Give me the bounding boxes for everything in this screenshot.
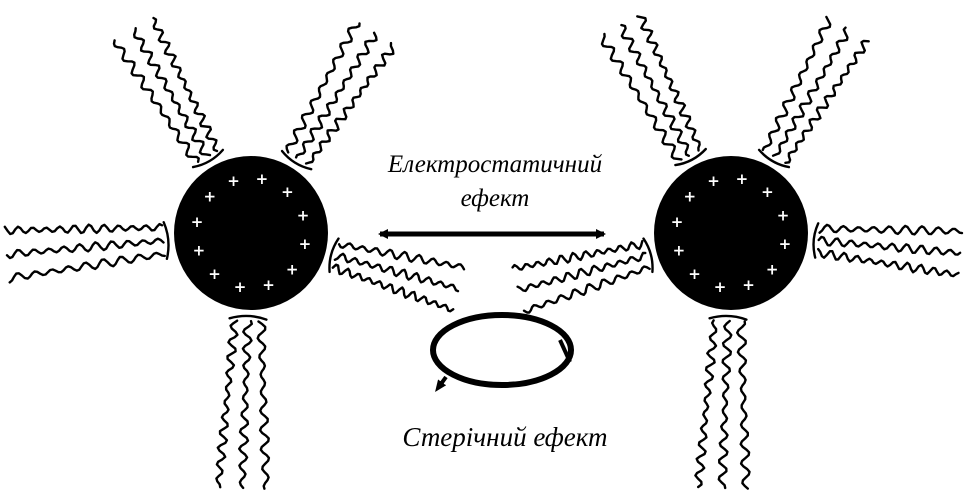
positive-charge-icon: + bbox=[299, 235, 312, 253]
positive-charge-icon: + bbox=[234, 278, 247, 296]
positive-charge-icon: + bbox=[714, 278, 727, 296]
positive-charge-icon: + bbox=[297, 207, 310, 225]
polymer-chain bbox=[602, 34, 682, 159]
positive-charge-icon: + bbox=[688, 265, 701, 283]
positive-charge-icon: + bbox=[673, 242, 686, 260]
positive-charge-icon: + bbox=[191, 213, 204, 231]
chain-anchor bbox=[814, 223, 819, 257]
polymer-chain bbox=[637, 16, 699, 150]
polymer-chain bbox=[114, 40, 199, 161]
positive-charge-icon: + bbox=[256, 170, 269, 188]
polymer-chain bbox=[306, 43, 393, 163]
polymer-chain bbox=[719, 321, 732, 488]
right-particle-core bbox=[654, 156, 808, 310]
positive-charge-icon: + bbox=[736, 170, 749, 188]
polymer-chain bbox=[296, 33, 376, 158]
polymer-chain bbox=[154, 18, 218, 151]
positive-charge-icon: + bbox=[777, 207, 790, 225]
chain-anchor bbox=[230, 316, 267, 320]
electrostatic-effect-label-line1: Електростатичний bbox=[360, 152, 630, 177]
polymer-chain bbox=[287, 24, 360, 153]
polymer-chain bbox=[239, 321, 252, 488]
polymer-chain bbox=[818, 249, 958, 276]
polymer-chain bbox=[513, 241, 643, 269]
steric-effect-label: Стерічний ефект bbox=[370, 424, 640, 451]
polymer-chain bbox=[785, 41, 868, 163]
positive-charge-icon: + bbox=[684, 188, 697, 206]
polymer-chain bbox=[820, 225, 962, 235]
positive-charge-icon: + bbox=[204, 188, 217, 206]
positive-charge-icon: + bbox=[707, 172, 720, 190]
polymer-chain bbox=[737, 321, 749, 488]
positive-charge-icon: + bbox=[286, 260, 299, 278]
polymer-chain bbox=[339, 244, 464, 270]
chain-anchor bbox=[710, 316, 747, 320]
chain-anchor bbox=[164, 222, 169, 259]
positive-charge-icon: + bbox=[779, 235, 792, 253]
polymer-chain bbox=[819, 237, 960, 255]
positive-charge-icon: + bbox=[671, 213, 684, 231]
positive-charge-icon: + bbox=[761, 183, 774, 201]
polymer-chain bbox=[5, 224, 162, 234]
positive-charge-icon: + bbox=[262, 276, 275, 294]
polymer-chain bbox=[621, 25, 688, 156]
positive-charge-icon: + bbox=[742, 276, 755, 294]
positive-charge-icon: + bbox=[227, 172, 240, 190]
positive-charge-icon: + bbox=[208, 265, 221, 283]
polymer-chain bbox=[10, 253, 165, 283]
electrostatic-effect-label-line2: ефект bbox=[360, 186, 630, 211]
positive-charge-icon: + bbox=[193, 242, 206, 260]
steric-ring-arrow-icon bbox=[438, 377, 446, 388]
polymer-chain bbox=[773, 28, 847, 156]
positive-charge-icon: + bbox=[281, 183, 294, 201]
polymer-chain bbox=[216, 321, 237, 488]
polymer-chain bbox=[695, 320, 716, 487]
polymer-chain bbox=[134, 28, 210, 155]
polymer-chain bbox=[258, 322, 269, 489]
positive-charge-icon: + bbox=[766, 260, 779, 278]
steric-ring bbox=[433, 315, 571, 385]
polymer-chain bbox=[763, 17, 830, 150]
left-particle-core bbox=[174, 156, 328, 310]
